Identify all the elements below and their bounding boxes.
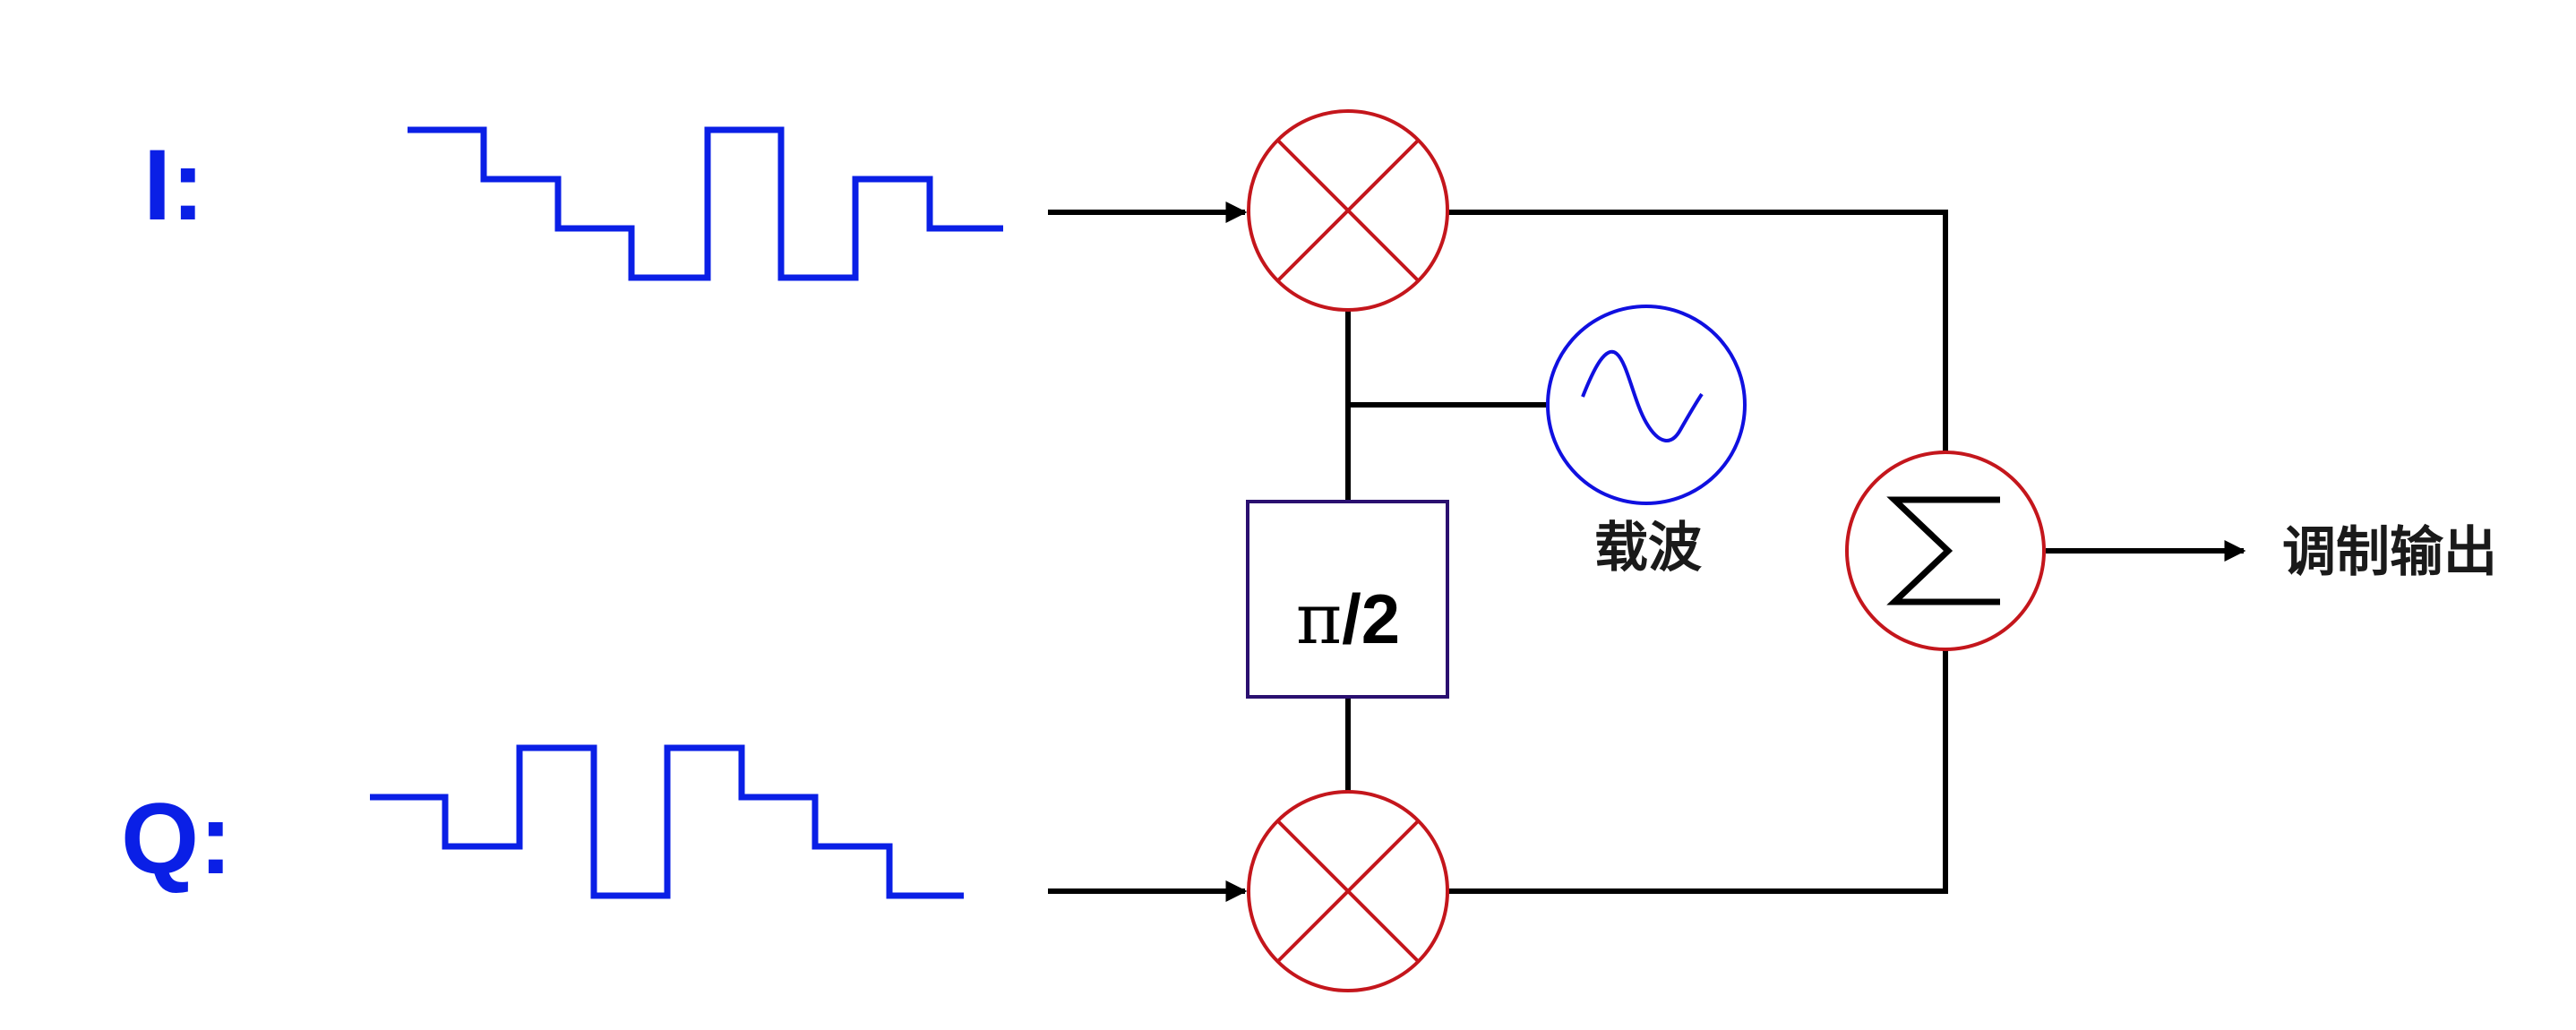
q-mixer [1247, 790, 1449, 992]
i-signal-label: I: [143, 129, 204, 241]
multiplier-cross-icon [1276, 820, 1420, 963]
phase-shifter-box [1246, 500, 1449, 699]
carrier-oscillator [1546, 305, 1747, 505]
phase-shift-label: π/2 [1296, 579, 1400, 660]
carrier-label: 载波 [1594, 517, 1702, 579]
q-waveform [370, 744, 964, 899]
phase-shifter-block: π/2 [1246, 500, 1449, 699]
q-signal-label: Q: [121, 783, 232, 895]
q-mixer-to-summer [1447, 648, 1948, 894]
i-mixer [1247, 109, 1449, 312]
oscillator-circle [1546, 305, 1747, 505]
multiplier-cross-icon [1276, 139, 1420, 282]
pi-symbol: π [1296, 579, 1342, 660]
summer [1845, 451, 2046, 651]
sine-wave-icon [1581, 349, 1704, 442]
i-waveform [408, 126, 1003, 281]
output-label: 调制输出 [2282, 521, 2497, 584]
phase-divisor: /2 [1342, 579, 1400, 658]
i-mixer-to-summer [1447, 210, 1948, 452]
sigma-icon [1886, 496, 2000, 605]
